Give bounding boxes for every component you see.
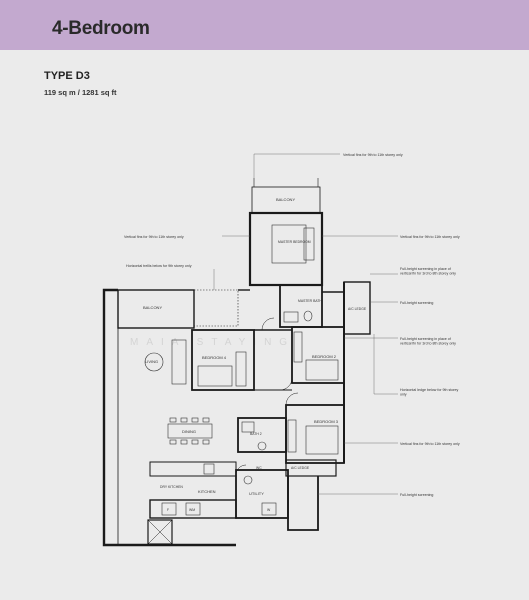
label-master-bath: MASTER BATH xyxy=(298,299,322,303)
bedroom2-bed xyxy=(305,359,339,381)
label-dry-kitchen: DRY KITCHEN xyxy=(160,485,183,489)
note-fins-left: Vertical fins for 9th to 11th storey onl… xyxy=(124,235,184,239)
note-fins-top: Vertical fins for 9th to 11th storey onl… xyxy=(343,153,403,157)
master-bed xyxy=(271,224,307,264)
label-master-bedroom: MASTER BEDROOM xyxy=(278,240,311,244)
label-ac-ledge-bottom: A/C LEDGE xyxy=(291,466,310,470)
kitchen-counter xyxy=(149,499,237,519)
header-band xyxy=(0,0,529,50)
bedroom4-bed xyxy=(197,365,233,387)
label-bath2: BATH 2 xyxy=(250,432,262,436)
note-trellis: Horizontal trellis below for 9th storey … xyxy=(126,264,192,268)
note-fins-lower: Vertical fins for 9th to 11th storey onl… xyxy=(400,442,460,446)
label-bedroom4: BEDROOM 4 xyxy=(202,355,227,360)
living-outer-wall xyxy=(102,288,236,547)
label-bedroom3: BEDROOM 3 xyxy=(314,419,339,424)
bath2-outline xyxy=(237,417,287,453)
master-bath-outline xyxy=(279,284,323,328)
label-living: LIVING xyxy=(145,359,158,364)
label-ac-ledge-right: A/C LEDGE xyxy=(348,307,367,311)
note-fins-right: Vertical fins for 9th to 11th storey onl… xyxy=(400,235,460,239)
sofa xyxy=(171,339,187,385)
label-balcony-top: BALCONY xyxy=(276,197,295,202)
label-bedroom2: BEDROOM 2 xyxy=(312,354,337,359)
label-wc: WC xyxy=(256,466,262,470)
page-title: 4-Bedroom xyxy=(52,18,150,39)
dry-kitchen-counter xyxy=(149,461,237,477)
bedroom3-bed xyxy=(305,425,339,455)
note-ledge: Horizontal ledge below for 9th storey on… xyxy=(400,388,459,397)
coffee-table xyxy=(144,352,164,372)
label-kitchen: KITCHEN xyxy=(198,489,216,494)
label-w: W xyxy=(267,508,271,512)
bedroom4-outline xyxy=(191,329,255,391)
note-screening-bottom: Full-height screening xyxy=(400,493,433,497)
master-bedroom-outline xyxy=(248,211,324,287)
dining-table xyxy=(167,423,213,439)
unit-type: TYPE D3 xyxy=(44,70,90,82)
ac-ledge-bottom-outline xyxy=(285,459,337,477)
trellis-area xyxy=(193,289,239,327)
label-utility: UTILITY xyxy=(249,491,264,496)
label-balcony-left: BALCONY xyxy=(143,305,162,310)
watermark: MAIA STAYING xyxy=(130,337,295,348)
note-screening-2: Full-height screening xyxy=(400,301,433,305)
unit-area: 119 sq m / 1281 sq ft xyxy=(44,88,117,97)
label-fridge: F xyxy=(167,508,169,512)
label-dining: DINING xyxy=(182,429,196,434)
note-screening-3: Full-height screening in place of vertic… xyxy=(400,337,456,346)
note-screening-1: Full-height screening in place of vertic… xyxy=(400,267,456,276)
label-wm: WM xyxy=(189,508,195,512)
